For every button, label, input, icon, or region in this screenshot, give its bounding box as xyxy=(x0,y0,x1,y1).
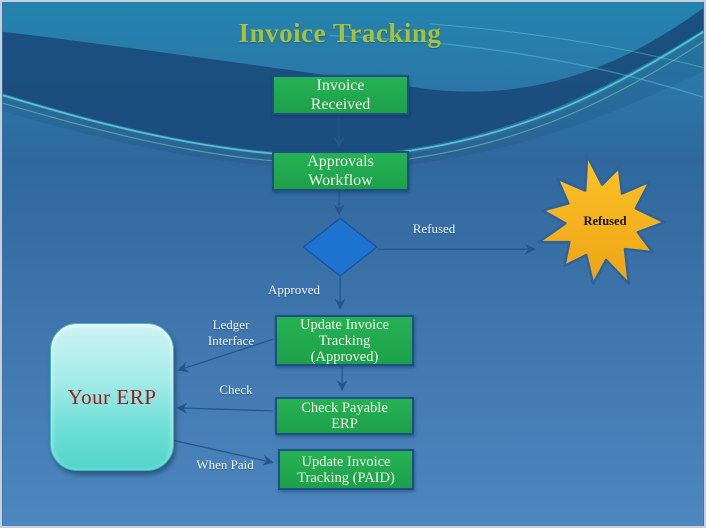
edge-label-check: Check xyxy=(219,382,253,397)
refused-star-label: Refused xyxy=(583,214,627,228)
your-erp-label: Your ERP xyxy=(67,384,157,409)
edge-label-when-paid: When Paid xyxy=(196,457,254,472)
node-approvals-workflow: Approvals Workflow xyxy=(272,151,409,191)
connector-ledger-interface xyxy=(177,338,273,373)
refused-starburst xyxy=(537,154,666,286)
connector-when-paid xyxy=(174,440,274,466)
edge-label-approved: Approved xyxy=(268,282,320,297)
node-update-invoice-approved: Update Invoice Tracking (Approved) xyxy=(275,315,414,366)
edge-label-refused: Refused xyxy=(412,221,456,236)
node-invoice-received: Invoice Received xyxy=(272,75,409,115)
node-check-payable-erp: Check Payable ERP xyxy=(275,397,414,435)
connector-check xyxy=(176,402,273,414)
slide-title: Invoice Tracking xyxy=(238,18,442,48)
edge-label-ledger-interface: Ledger Interface xyxy=(207,317,255,348)
decision-diamond xyxy=(302,217,379,277)
node-your-erp: Your ERP xyxy=(50,323,174,471)
node-update-invoice-paid: Update Invoice Tracking (PAID) xyxy=(278,449,414,490)
